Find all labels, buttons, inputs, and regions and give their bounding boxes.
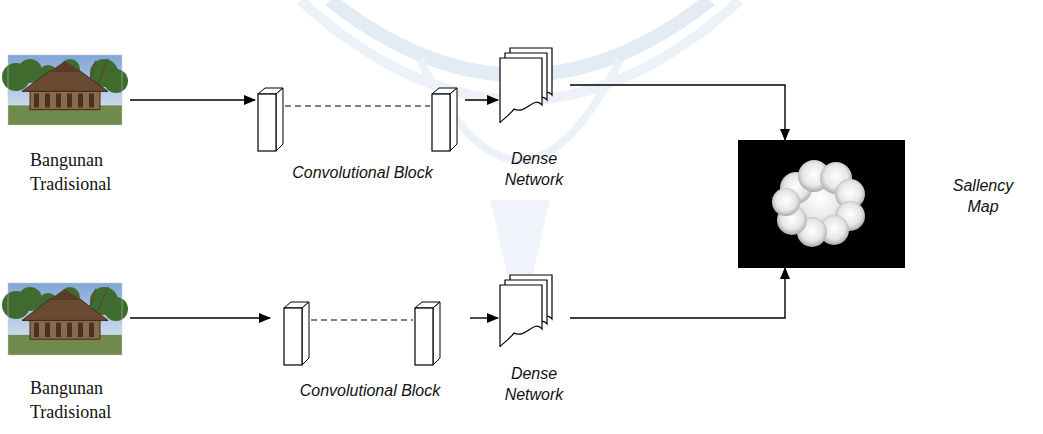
- node-label: Bangunan Tradisional: [30, 148, 130, 196]
- input-image: Bangunan Tradisional: [8, 55, 130, 200]
- convolutional-block: Convolutional Block: [270, 300, 470, 403]
- dense-network: Dense Network: [498, 48, 570, 198]
- node-label: Bangunan Tradisional: [30, 376, 130, 424]
- illustration: [498, 48, 558, 123]
- convolutional-block: Convolutional Block: [255, 86, 465, 186]
- dense-network: Dense Network: [498, 275, 570, 415]
- illustration: [270, 300, 470, 366]
- arrow-connector: [470, 317, 498, 318]
- illustration: [8, 283, 122, 355]
- arrow-connector: [465, 99, 498, 100]
- illustration: [255, 86, 465, 152]
- saliency-map: Sallency Map: [738, 140, 1023, 268]
- arrow-connector: [570, 268, 785, 318]
- arrow-connector: [130, 317, 270, 318]
- node-label: Sallency Map: [943, 175, 1023, 217]
- node-label: Dense Network: [498, 363, 570, 405]
- illustration: [738, 140, 905, 268]
- arrow-connector: [130, 99, 255, 100]
- illustration: [8, 55, 122, 125]
- node-label: Dense Network: [498, 148, 570, 190]
- illustration: [498, 275, 558, 347]
- input-image: Bangunan Tradisional: [8, 283, 130, 428]
- node-label: Convolutional Block: [265, 162, 460, 183]
- arrow-connector: [570, 85, 785, 140]
- node-label: Convolutional Block: [270, 380, 470, 401]
